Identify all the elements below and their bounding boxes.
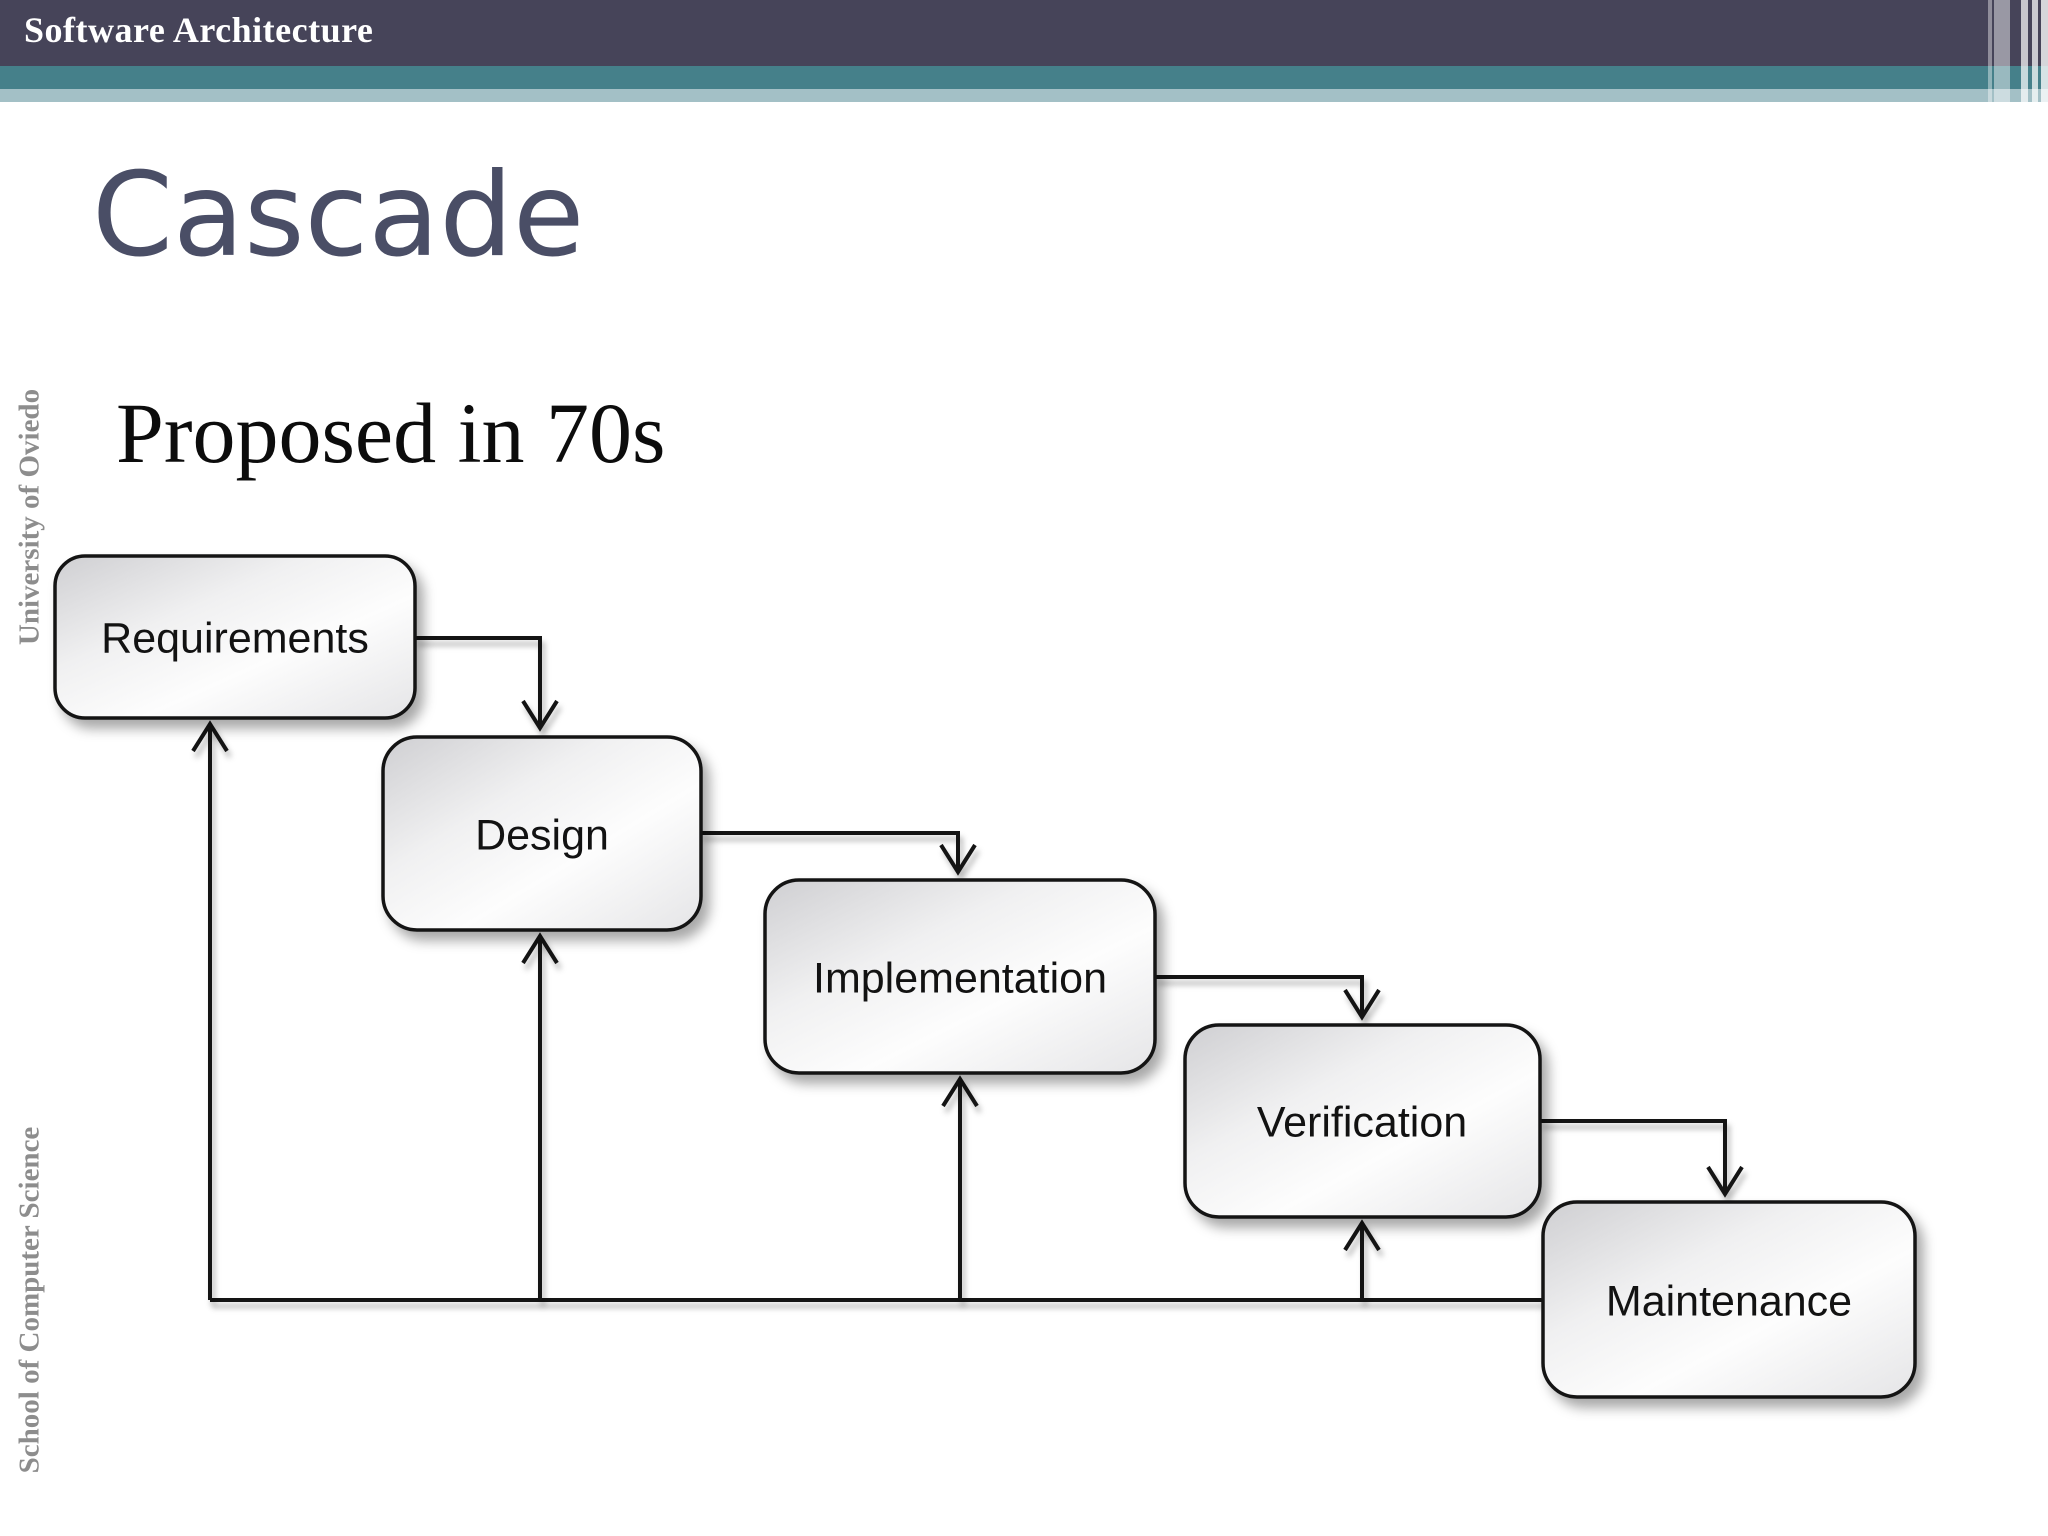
corner-stripe [1994, 0, 2010, 102]
stage-box-implementation: Implementation [763, 878, 1157, 1075]
stage-label-implementation: Implementation [813, 954, 1107, 1002]
arrow-requirements-to-design [415, 636, 559, 732]
corner-stripe [1988, 0, 1992, 102]
arrow-design-to-implementation [701, 831, 977, 876]
stage-box-maintenance-shape [1541, 1200, 1917, 1399]
stage-box-verification: Verification [1183, 1023, 1542, 1219]
stage-box-requirements-shape [53, 554, 417, 720]
stage-label-requirements: Requirements [101, 614, 369, 662]
stage-box-verification-shape [1183, 1023, 1542, 1219]
corner-stripe [2041, 0, 2048, 102]
corner-stripe [2021, 0, 2028, 102]
header-bar: Software Architecture [0, 0, 2048, 66]
header-teal-stripe [0, 66, 2048, 89]
stage-label-design: Design [475, 811, 609, 859]
stage-box-design-shape [381, 735, 703, 932]
corner-stripe [2032, 0, 2038, 102]
page-subtitle: Proposed in 70s [116, 385, 666, 481]
header-corner-stripes-decoration [1978, 0, 2048, 102]
stage-box-maintenance: Maintenance [1541, 1200, 1917, 1399]
stage-box-implementation-shape [763, 878, 1157, 1075]
header-title: Software Architecture [24, 10, 374, 50]
feedback-connectors [191, 720, 1543, 1302]
arrow-implementation-to-verification [1155, 975, 1381, 1021]
arrow-verification-to-maintenance [1540, 1119, 1744, 1198]
stage-box-requirements: Requirements [53, 554, 417, 720]
stage-label-verification: Verification [1257, 1098, 1467, 1146]
stage-label-maintenance: Maintenance [1606, 1277, 1852, 1325]
forward-connectors [415, 636, 1744, 1198]
stage-box-design: Design [381, 735, 703, 932]
header-light-stripe [0, 89, 2048, 102]
page-title: Cascade [92, 148, 585, 283]
